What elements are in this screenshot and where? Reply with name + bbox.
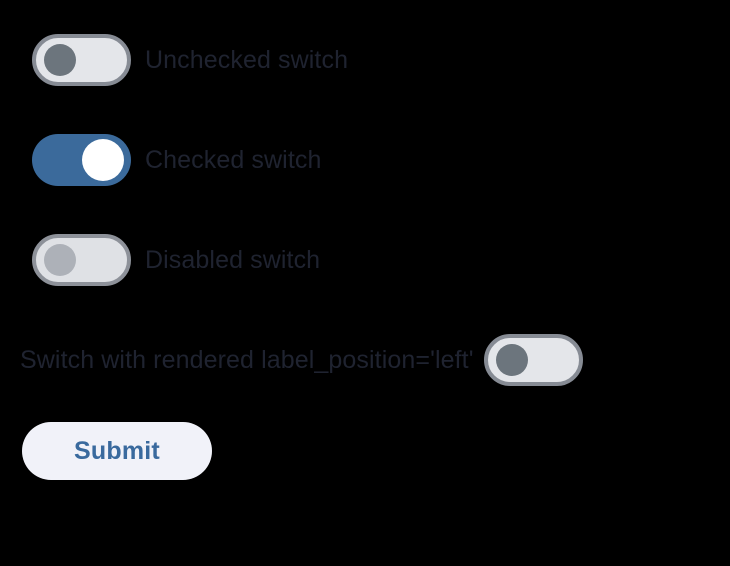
checked-switch-label: Checked switch	[145, 145, 322, 174]
switch-thumb	[44, 244, 76, 276]
left-label-switch-label: Switch with rendered label_position='lef…	[20, 345, 474, 374]
switch-row-disabled: Disabled switch	[32, 234, 320, 286]
unchecked-switch[interactable]	[32, 34, 131, 86]
switch-thumb	[495, 344, 528, 376]
submit-button[interactable]: Submit	[22, 422, 212, 480]
disabled-switch-label: Disabled switch	[145, 245, 321, 274]
switch-thumb	[44, 44, 76, 76]
switch-row-checked: Checked switch	[32, 134, 321, 186]
switch-thumb	[82, 139, 124, 181]
disabled-switch	[32, 234, 131, 286]
switch-row-unchecked: Unchecked switch	[32, 34, 348, 86]
checked-switch[interactable]	[32, 134, 131, 186]
left-label-switch[interactable]	[483, 334, 583, 386]
unchecked-switch-label: Unchecked switch	[145, 45, 349, 74]
switch-row-left-label: Switch with rendered label_position='lef…	[20, 334, 583, 386]
